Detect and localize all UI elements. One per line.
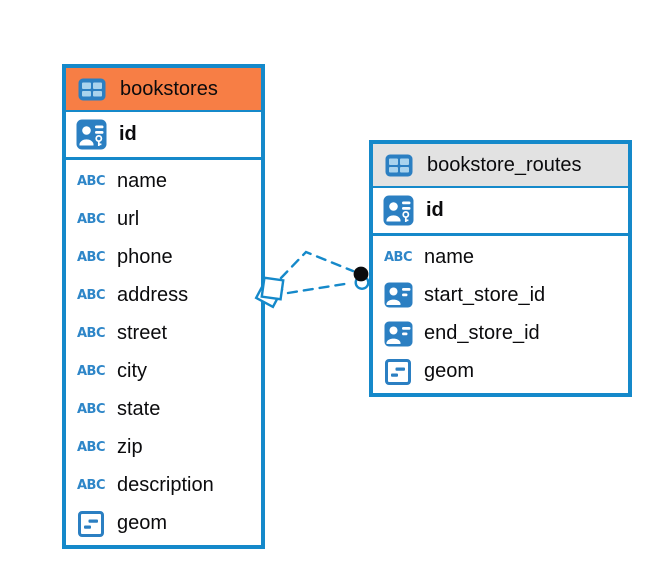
column-row-zip[interactable]: ABC zip (66, 429, 261, 467)
column-name: state (117, 398, 161, 421)
column-name: address (117, 283, 189, 306)
column-row-description[interactable]: ABC description (66, 467, 261, 505)
geometry-type-icon (380, 358, 416, 385)
column-name: phone (117, 245, 173, 268)
text-type-icon: ABC (76, 211, 106, 227)
text-type-icon: ABC (76, 402, 106, 418)
text-type-icon: ABC (76, 478, 106, 494)
column-name: name (117, 169, 168, 192)
text-type-icon: ABC (76, 440, 106, 456)
column-name: street (117, 321, 168, 344)
text-type-icon: ABC (76, 249, 106, 265)
geometry-type-icon (73, 510, 109, 537)
column-row-name[interactable]: ABC name (66, 162, 261, 200)
column-name: url (117, 207, 140, 230)
primary-key-icon (73, 119, 109, 150)
table-icon (381, 154, 417, 177)
foreign-key-icon (380, 282, 416, 308)
foreign-key-icon (380, 321, 416, 347)
column-row-start-store-id[interactable]: start_store_id (373, 276, 628, 314)
table-header[interactable]: bookstore_routes (373, 144, 628, 188)
column-row-url[interactable]: ABC url (66, 200, 261, 238)
column-name: description (117, 474, 214, 497)
column-name: city (117, 360, 147, 383)
table-name: bookstore_routes (427, 153, 582, 176)
text-type-icon: ABC (76, 173, 106, 189)
column-name: geom (117, 512, 168, 535)
column-name: id (426, 199, 444, 221)
column-row-state[interactable]: ABC state (66, 391, 261, 429)
column-name: end_store_id (424, 322, 540, 345)
column-row-id[interactable]: id (373, 188, 628, 236)
dot-marker (353, 266, 370, 291)
column-row-street[interactable]: ABC street (66, 314, 261, 352)
relationship-line-upper[interactable] (279, 250, 355, 280)
table-bookstore-routes[interactable]: bookstore_routes id ABC name (369, 140, 632, 397)
column-row-name[interactable]: ABC name (373, 238, 628, 276)
column-list: ABC name ABC url ABC phone ABC address A… (66, 160, 261, 545)
primary-key-icon (380, 195, 416, 226)
column-name: name (424, 245, 475, 268)
column-list: ABC name start_store_id (373, 236, 628, 393)
text-type-icon: ABC (76, 287, 106, 303)
text-type-icon: ABC (383, 249, 413, 265)
table-bookstores[interactable]: bookstores id ABC name ABC url (62, 64, 265, 549)
column-row-id[interactable]: id (66, 112, 261, 160)
table-name: bookstores (120, 77, 218, 100)
column-name: start_store_id (424, 283, 546, 306)
column-name: zip (117, 436, 143, 459)
relationship-line-lower[interactable] (286, 281, 353, 295)
column-row-end-store-id[interactable]: end_store_id (373, 315, 628, 353)
table-icon (74, 78, 110, 101)
column-name: geom (424, 360, 475, 383)
column-name: id (119, 123, 137, 145)
column-row-address[interactable]: ABC address (66, 276, 261, 314)
column-row-geom[interactable]: geom (66, 505, 261, 543)
column-row-city[interactable]: ABC city (66, 352, 261, 390)
text-type-icon: ABC (76, 364, 106, 380)
table-header[interactable]: bookstores (66, 68, 261, 112)
column-row-phone[interactable]: ABC phone (66, 238, 261, 276)
text-type-icon: ABC (76, 325, 106, 341)
column-row-geom[interactable]: geom (373, 353, 628, 391)
